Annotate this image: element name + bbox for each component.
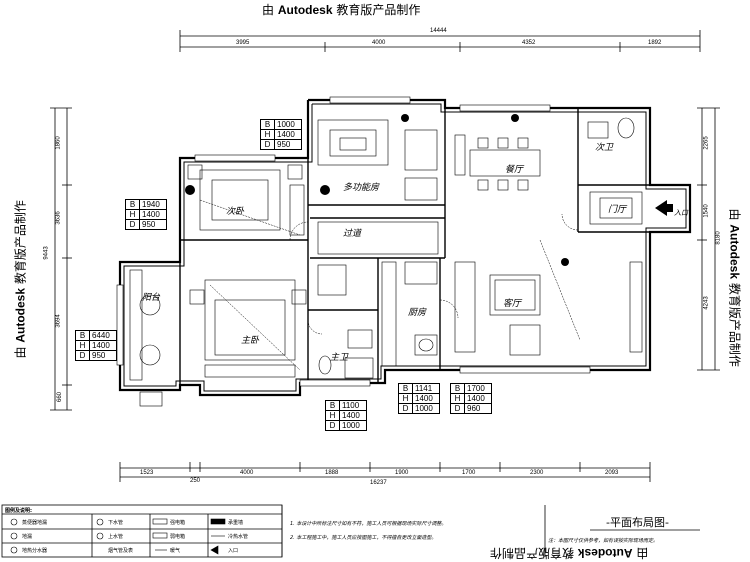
room-label-entry: 门厅 (608, 205, 627, 215)
legend-item: 弱电箱 (170, 534, 186, 540)
room-label-multi-function: 多功能房 (343, 183, 380, 193)
room-label-guest-wc: 次卫 (595, 143, 614, 153)
watermark-left: 由 Autodesk 教育版产品制作 (13, 200, 28, 359)
legend-item: 地漏 (22, 534, 33, 540)
dim-right-3: 4243 (703, 296, 710, 310)
dim-left-total: 9443 (43, 246, 50, 260)
dim-right-1: 2265 (703, 136, 710, 150)
dim-top-1: 3995 (236, 40, 250, 46)
room-label-balcony: 阳台 (142, 293, 161, 303)
dim-left-3: 3694 (55, 314, 62, 328)
drawing-title: -平面布局图- (606, 516, 669, 529)
legend-title: 图例及说明: (5, 508, 33, 514)
watermark-right: 由 Autodesk 教育版产品制作 (727, 208, 742, 367)
legend-item: 地热分水器 (22, 548, 48, 554)
dim-top-3: 4352 (522, 40, 536, 46)
dim-bottom-2: 250 (190, 478, 201, 484)
dim-left-1: 1860 (55, 136, 62, 150)
dim-top-4: 1892 (648, 40, 662, 46)
legend-item: 强电箱 (170, 520, 186, 526)
watermark-top: 由 Autodesk 教育版产品制作 (262, 3, 421, 17)
legend-item: 下水管 (108, 520, 124, 526)
dim-bottom-5: 1900 (395, 470, 409, 476)
dim-bottom-6: 1700 (462, 470, 476, 476)
room-label-corridor: 过道 (343, 229, 362, 239)
dim-bottom-7: 2300 (530, 470, 544, 476)
dim-right-total: 8180 (715, 231, 722, 245)
legend-item: 暖气 (170, 548, 181, 554)
dim-left-2: 3636 (55, 211, 62, 225)
room-label-entrance: 入口 (674, 209, 688, 217)
footnote: 注：本图尺寸仅供参考，如有误按实际现场而定。 (548, 538, 659, 544)
dim-right-2: 1540 (703, 204, 710, 218)
room-label-master-wc: 主卫 (330, 353, 349, 363)
legend-item: 冷热水管 (228, 534, 249, 540)
dim-top-2: 4000 (372, 40, 386, 46)
room-label-second-bedroom: 次卧 (226, 207, 245, 217)
design-note-1: 1. 本设计中所标注尺寸如有不符，施工人员可根据现场实际尺寸调整。 (290, 521, 447, 527)
legend-item: 入口 (228, 548, 239, 554)
dim-top-total: 14444 (430, 28, 447, 34)
room-label-dining: 餐厅 (505, 165, 524, 175)
room-label-master-bedroom: 主卧 (241, 336, 260, 346)
dim-bottom-3: 4000 (240, 470, 254, 476)
dim-bottom-4: 1888 (325, 470, 339, 476)
legend-item: 上水管 (108, 534, 124, 540)
legend-item: 蒸便器地漏 (22, 520, 48, 526)
dim-bottom-1: 1523 (140, 470, 154, 476)
room-label-kitchen: 厨房 (408, 308, 427, 318)
legend-item: 烟气管及表 (108, 548, 134, 554)
watermark-bottom: 由 Autodesk 教育版产品制作 (490, 546, 649, 560)
dim-bottom-8: 2093 (605, 470, 619, 476)
legend-item: 承重墙 (228, 520, 244, 526)
room-label-living: 客厅 (503, 299, 522, 309)
design-note-2: 2. 本工程施工中，施工人员应按图施工，不得擅自更改立面造型。 (290, 535, 437, 541)
dim-left-4: 660 (57, 391, 64, 403)
dim-bottom-total: 16237 (370, 480, 387, 486)
